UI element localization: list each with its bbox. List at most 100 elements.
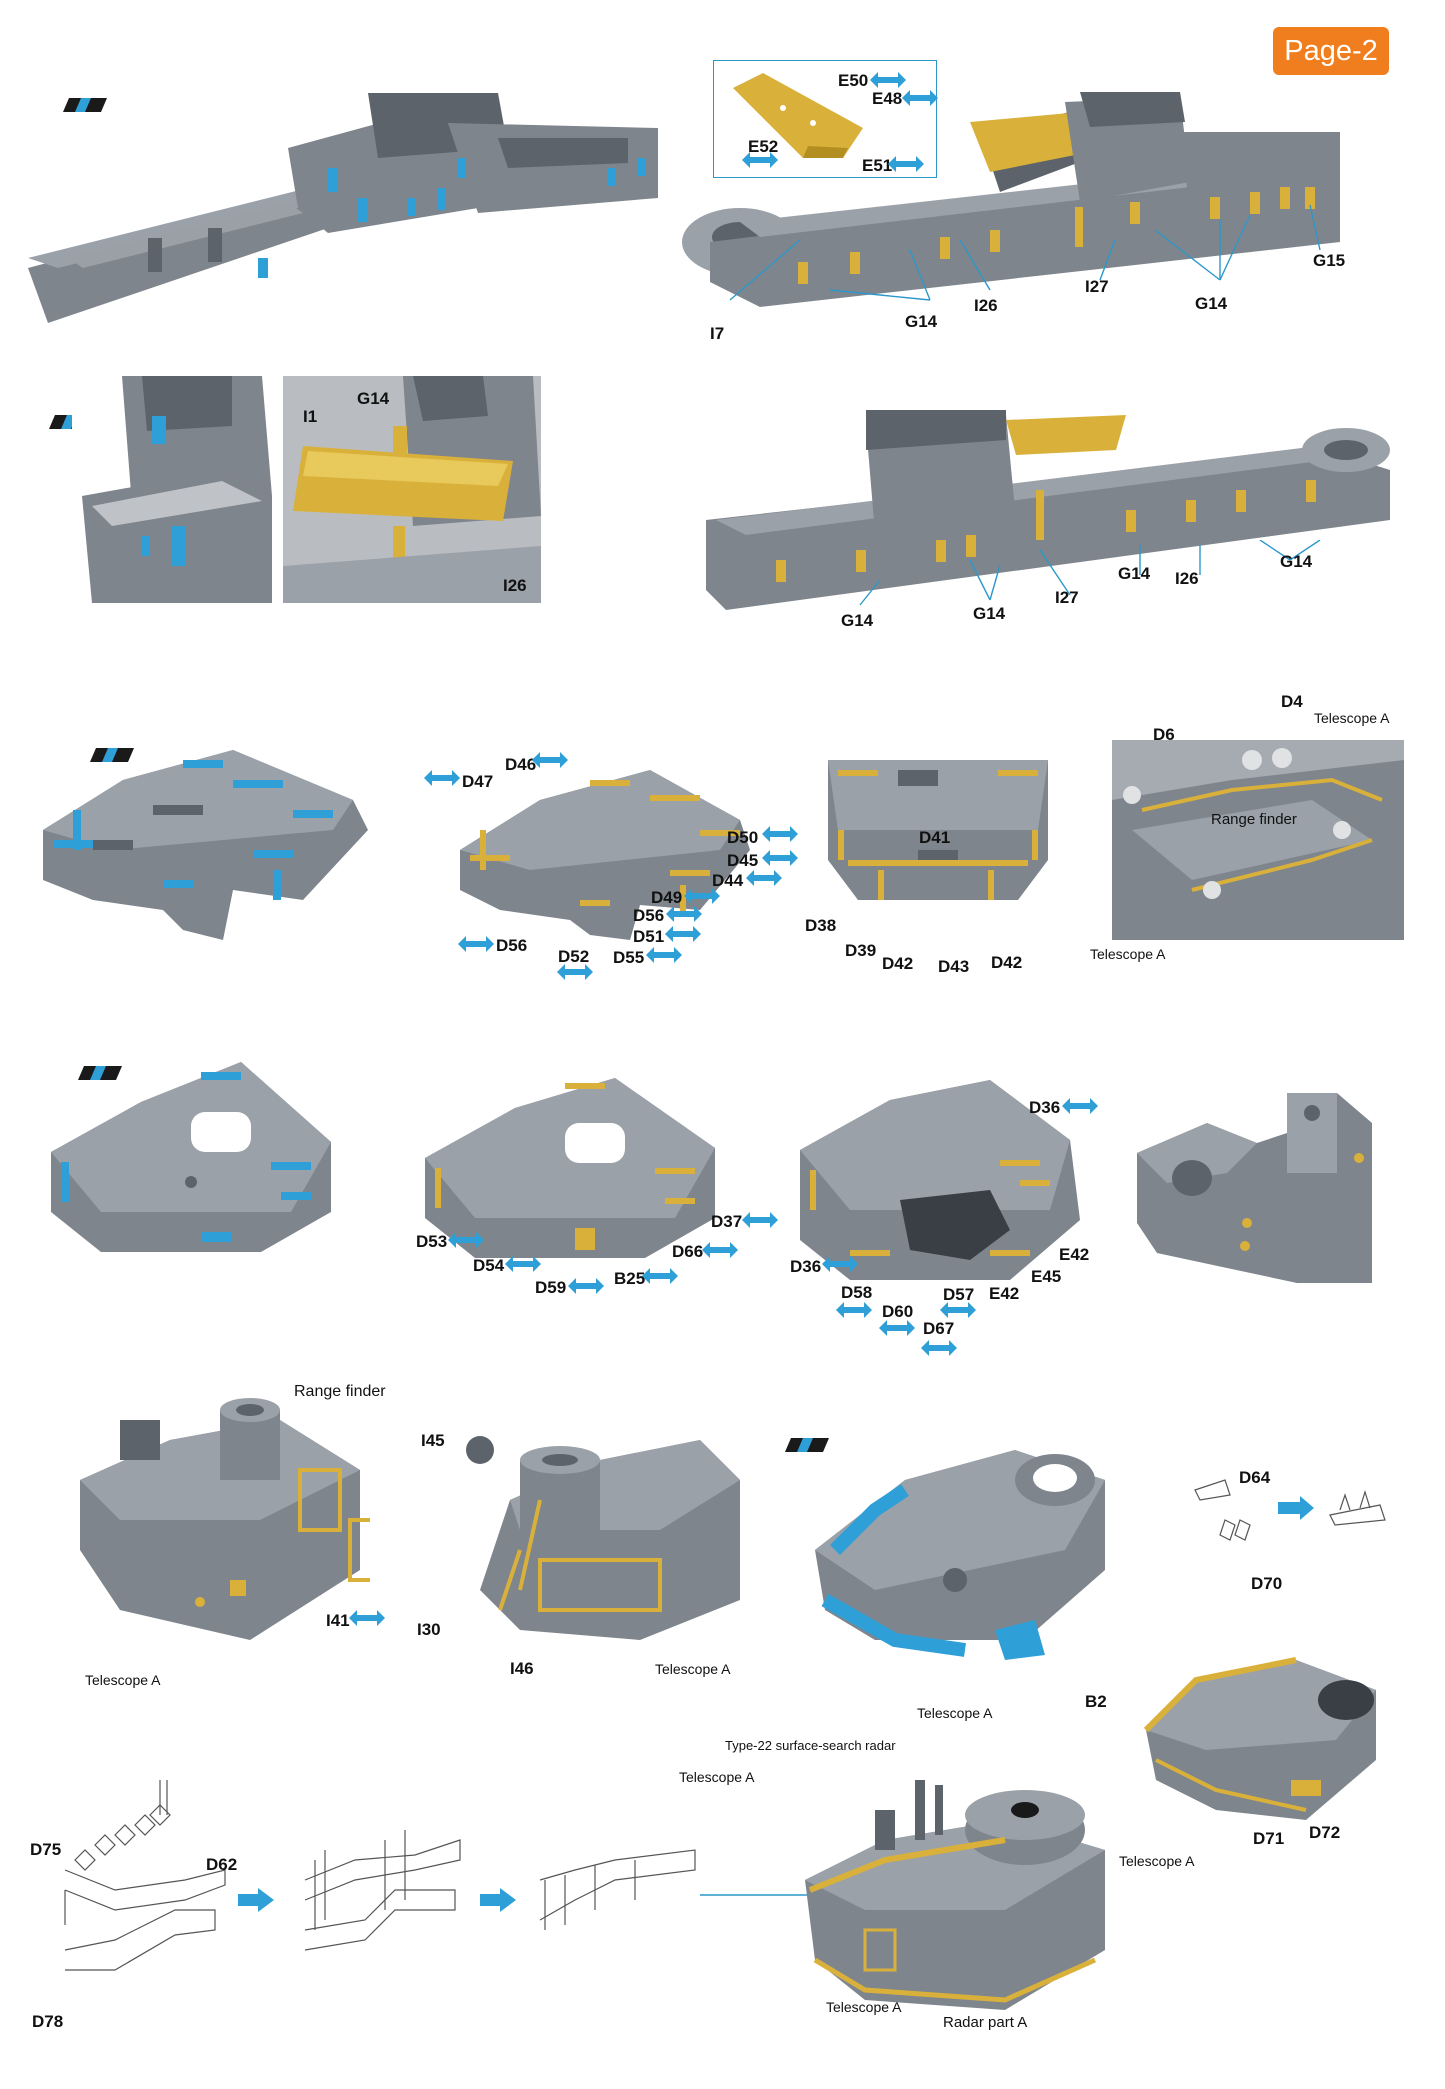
- label-range-finder-2: Range finder: [294, 1383, 386, 1400]
- tower-closeup-after-image: [283, 376, 541, 603]
- label-D57: D57: [943, 1285, 975, 1304]
- label-D70: D70: [1251, 1574, 1283, 1593]
- railing-assembly-step1-diagram: [304, 1830, 461, 1951]
- label-D42: D42: [882, 954, 914, 973]
- label-E42: E42: [1059, 1245, 1090, 1264]
- label-I26-c: I26: [1175, 569, 1199, 588]
- label-I27: I27: [1085, 277, 1109, 296]
- label-telescope-a-6: Telescope A: [679, 1769, 755, 1785]
- d56-arrow-icon: [666, 906, 702, 922]
- superstructure-assembled-image: [682, 92, 1340, 307]
- detail-callout-box: [713, 60, 937, 178]
- label-D50: D50: [727, 828, 759, 847]
- d49-arrow-icon: [684, 888, 720, 904]
- label-G14-f: G14: [973, 604, 1006, 623]
- label-D36-b: D36: [790, 1257, 822, 1276]
- label-E45: E45: [1031, 1267, 1062, 1286]
- d51-arrow-icon: [665, 926, 701, 942]
- d53-arrow-icon: [448, 1232, 484, 1248]
- label-I27-b: I27: [1055, 588, 1079, 607]
- d47-arrow-icon: [424, 770, 460, 786]
- label-D72: D72: [1309, 1823, 1341, 1842]
- label-D39: D39: [845, 941, 877, 960]
- label-D67: D67: [923, 1319, 955, 1338]
- label-G14-g: G14: [841, 611, 874, 630]
- d57-arrow-icon: [940, 1302, 976, 1318]
- d64-d70-fold-sequence-image: [1194, 1479, 1386, 1541]
- d59-arrow-icon: [568, 1278, 604, 1294]
- label-E51: E51: [862, 156, 893, 175]
- superstructure-assembled-side-image: [706, 410, 1390, 610]
- tower-closeup-before-image: [72, 376, 282, 603]
- label-E42-b: E42: [989, 1284, 1020, 1303]
- label-I45: I45: [421, 1431, 445, 1450]
- label-D41: D41: [919, 828, 951, 847]
- label-D36: D36: [1029, 1098, 1061, 1117]
- label-D58: D58: [841, 1283, 873, 1302]
- d37-arrow-icon: [742, 1212, 778, 1228]
- deck-plate-b-etched-image: [828, 760, 1048, 900]
- label-D59: D59: [535, 1278, 567, 1297]
- label-D56-b: D56: [496, 936, 528, 955]
- label-telescope-a-4: Telescope A: [655, 1661, 731, 1677]
- step-forward-arrow-icon-2: [480, 1888, 516, 1912]
- label-I41: I41: [326, 1611, 350, 1630]
- d52-arrow-icon: [557, 964, 593, 980]
- label-D44: D44: [712, 871, 744, 890]
- e50-arrow-icon: [870, 72, 906, 88]
- e52-arrow-icon: [742, 152, 778, 168]
- label-D55: D55: [613, 948, 645, 967]
- row1-leader-lines: [729, 204, 1321, 301]
- label-D64: D64: [1239, 1468, 1271, 1487]
- bridge-final-assembly-image: [805, 1780, 1105, 2010]
- label-D52: D52: [558, 947, 590, 966]
- platform-assembled-image: [1143, 1657, 1376, 1820]
- bridge-assembly-rear-image: [466, 1436, 740, 1640]
- label-D60: D60: [882, 1302, 914, 1321]
- label-D56: D56: [633, 906, 665, 925]
- d45-arrow-icon: [762, 850, 798, 866]
- label-D54: D54: [473, 1256, 505, 1275]
- label-D47: D47: [462, 772, 494, 791]
- label-E50: E50: [838, 71, 869, 90]
- railing-assembly-step2-diagram: [539, 1849, 696, 1930]
- label-I26-b: I26: [503, 576, 527, 595]
- label-D38: D38: [805, 916, 837, 935]
- d36b-arrow-icon: [822, 1256, 858, 1272]
- label-D42-b: D42: [991, 953, 1023, 972]
- d54-arrow-icon: [505, 1256, 541, 1272]
- deck-plate-d-etched-image: [800, 1080, 1080, 1280]
- label-D66: D66: [672, 1242, 704, 1261]
- d44-arrow-icon: [746, 870, 782, 886]
- deck-plate-a-etched-image: [460, 770, 750, 940]
- d36-arrow-icon: [1062, 1098, 1098, 1114]
- label-type22-radar: Type-22 surface-search radar: [725, 1738, 896, 1753]
- label-G15: G15: [1313, 251, 1346, 270]
- label-I46: I46: [510, 1659, 534, 1678]
- page-number-badge: Page-2: [1273, 27, 1389, 75]
- row2-leader-lines: [859, 540, 1321, 606]
- label-D37: D37: [711, 1212, 743, 1231]
- d58-arrow-icon: [836, 1302, 872, 1318]
- label-radar-part-a: Radar part A: [943, 2014, 1028, 2031]
- label-G14-e: G14: [1118, 564, 1151, 583]
- step-marker-icon: [78, 1066, 122, 1080]
- bridge-assembly-front-image: [80, 1398, 370, 1640]
- label-telescope-a-2: Telescope A: [1090, 946, 1166, 962]
- deck-plate-c-etched-image: [425, 1078, 715, 1258]
- e51-arrow-icon: [888, 156, 924, 172]
- label-telescope-a-8: Telescope A: [826, 1999, 902, 2015]
- d66-arrow-icon: [702, 1242, 738, 1258]
- label-telescope-a-3: Telescope A: [85, 1672, 161, 1688]
- e48-arrow-icon: [902, 90, 938, 106]
- label-B25: B25: [614, 1269, 646, 1288]
- d60-arrow-icon: [879, 1320, 915, 1336]
- label-telescope-a-1: Telescope A: [1314, 710, 1390, 726]
- platform-blue-marked-image: [815, 1450, 1105, 1660]
- d67-arrow-icon: [921, 1340, 957, 1356]
- label-range-finder-1: Range finder: [1211, 811, 1297, 828]
- label-telescope-a-7: Telescope A: [1119, 1853, 1195, 1869]
- label-D62: D62: [206, 1855, 238, 1874]
- label-E48: E48: [872, 89, 903, 108]
- deck-plate-c-image: [51, 1062, 331, 1252]
